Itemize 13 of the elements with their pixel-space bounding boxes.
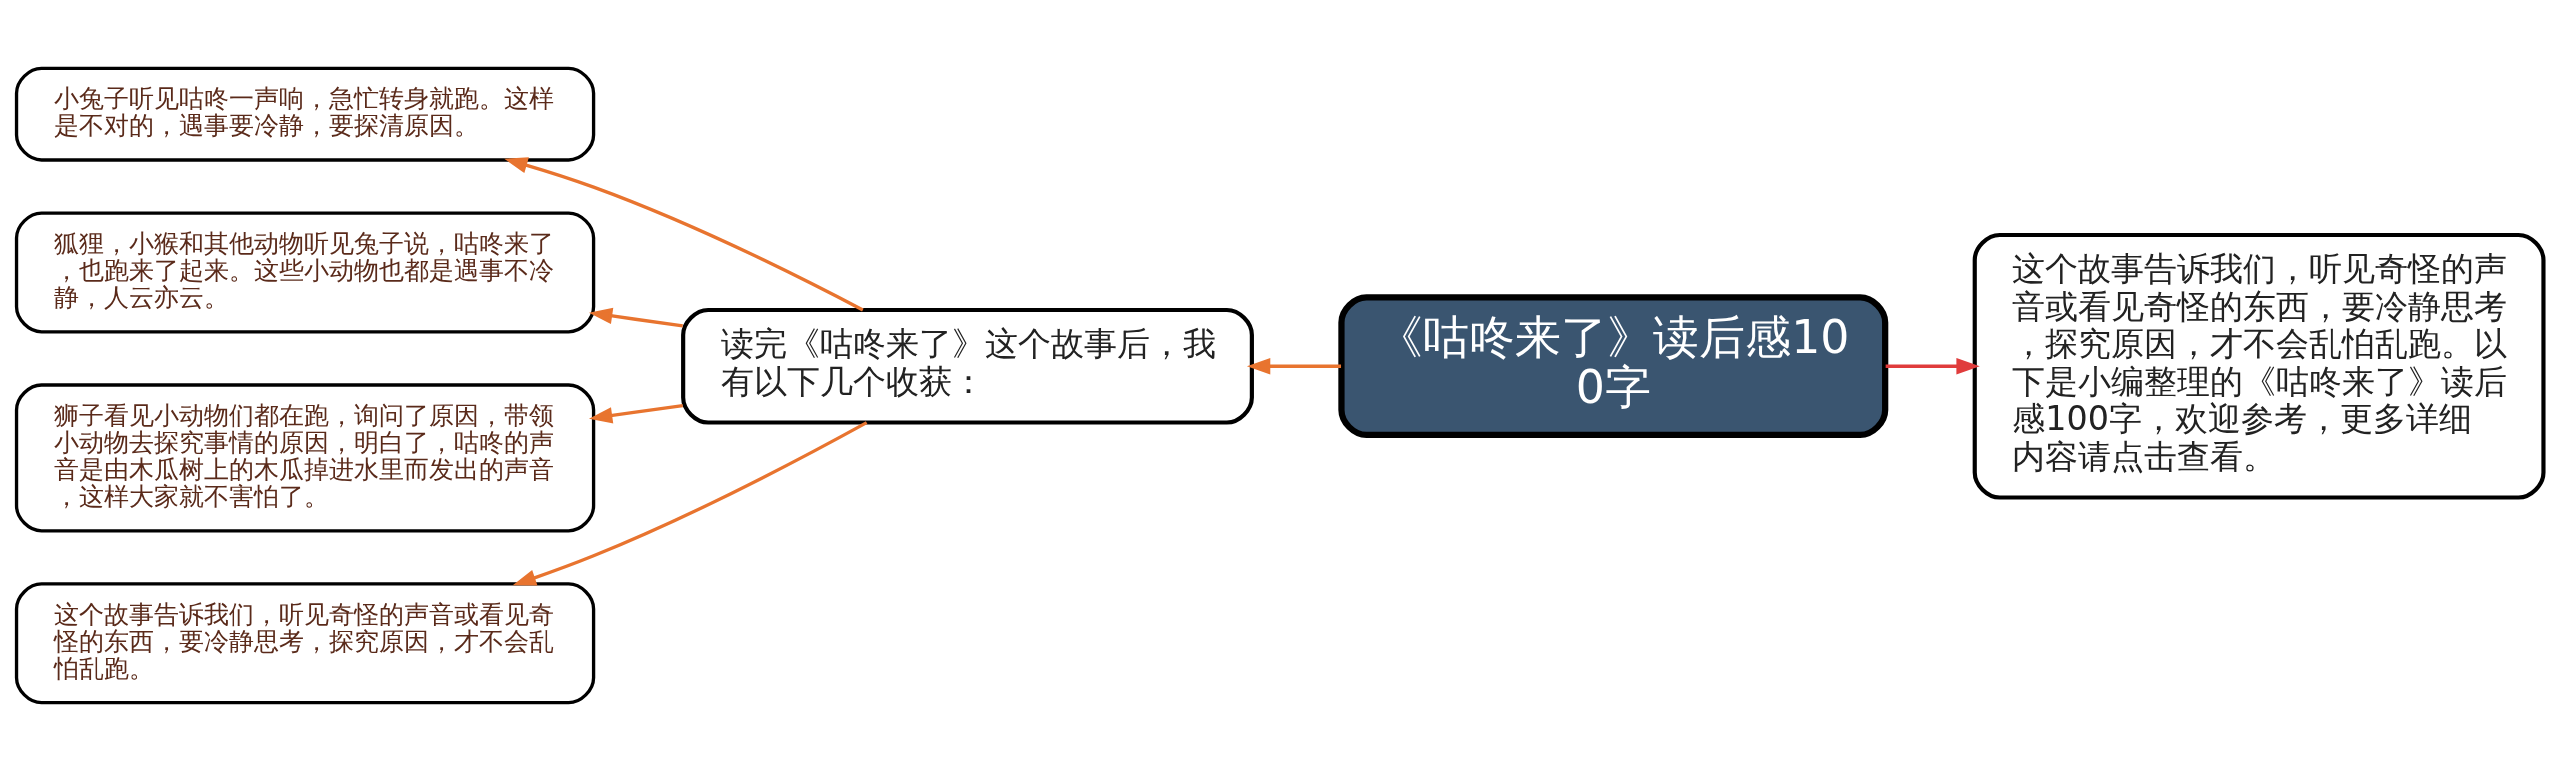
arrow [504, 156, 864, 311]
node-box: 小兔子听见咕咚一声响，急忙转身就跑。这样是不对的，遇事要冷静，要探清原因。 [14, 66, 596, 162]
arrow [588, 403, 683, 424]
arrow [1885, 357, 1980, 374]
arrow [588, 307, 683, 328]
node-box: 狐狸，小猴和其他动物听见兔子说，咕咚来了，也跑来了起来。这些小动物也都是遇事不冷静，人云亦云。 [14, 210, 596, 334]
arrow [512, 420, 868, 585]
node-box: 狮子看见小动物们都在跑，询问了原因，带领小动物去探究事情的原因，明白了，咕咚的声音是由木瓜树上的木瓜掉进水里而发出的声音，这样大家就不害怕了。 [14, 382, 596, 532]
node-box: 这个故事告诉我们，听见奇怪的声音或看见奇怪的东西，要冷静思考，探究原因，才不会乱怕乱跑。以下是小编整理的《咕咚来了》读后感100字，欢迎参考，更多详细内容请点击查看。 [1972, 232, 2546, 500]
arrow [1246, 357, 1341, 374]
node-box: 《咕咚来了》读后感100字 [1338, 293, 1889, 438]
node-box: 读完《咕咚来了》这个故事后，我有以下几个收获： [681, 307, 1254, 425]
node-box: 这个故事告诉我们，听见奇怪的声音或看见奇怪的东西，要冷静思考，探究原因，才不会乱怕乱跑。 [14, 581, 596, 704]
